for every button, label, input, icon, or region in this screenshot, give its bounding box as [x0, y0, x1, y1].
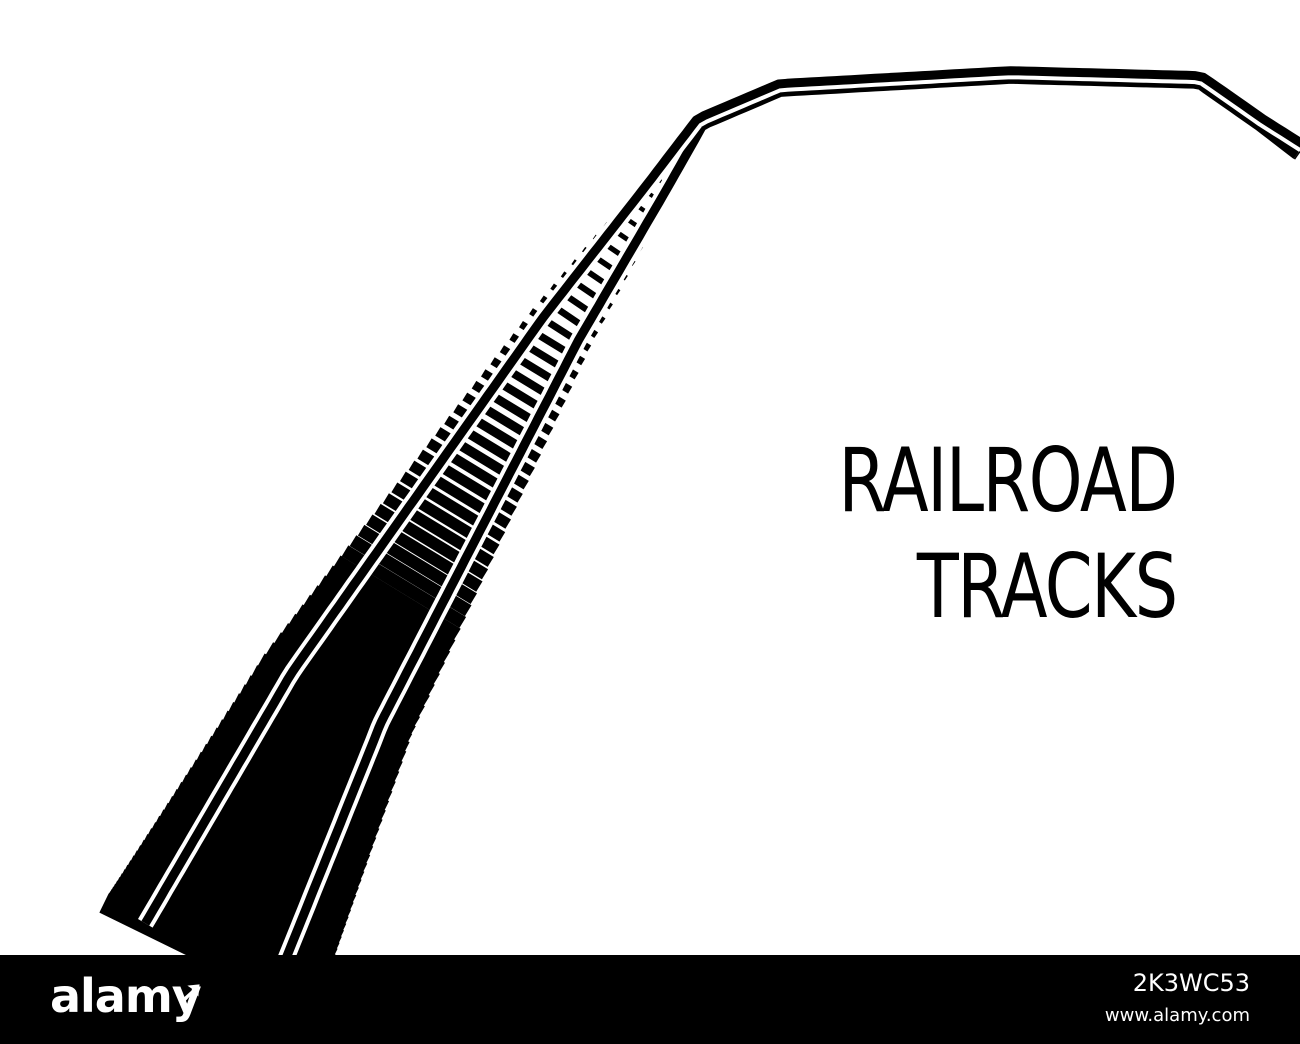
watermark-footer-bar: alamy ➚ 2K3WC53 www.alamy.com	[0, 955, 1300, 1044]
headline-line-2: TRACKS	[917, 535, 1178, 638]
right-rail	[141, 66, 1300, 926]
headline-line-1: RAILROAD	[838, 429, 1179, 532]
brand-logo: alamy	[50, 969, 202, 1023]
railroad-track-illustration	[99, 66, 1300, 955]
site-url: www.alamy.com	[1104, 1005, 1250, 1026]
headline: RAILROAD TRACKS	[838, 428, 1179, 640]
logo-mark-icon: ➚	[175, 973, 206, 1014]
left-rail	[282, 74, 1300, 955]
image-id: 2K3WC53	[1132, 969, 1250, 997]
